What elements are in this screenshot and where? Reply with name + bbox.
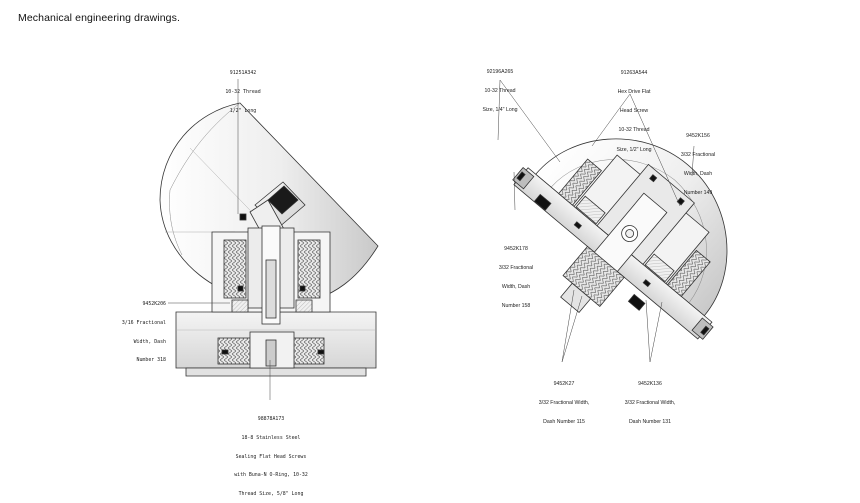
page-title: Mechanical engineering drawings. [18,12,180,24]
callout-91251A342: 91251A342 10-32 Thread 1/2" Long [225,70,261,114]
callout-9452K178: 9452K178 3/32 Fractional Width, Dash Num… [498,245,534,310]
callout-98878A173: 98878A173 18-8 Stainless Steel Sealing F… [234,416,308,497]
right-assembly-drawing [497,79,728,363]
callout-91263A544: 91263A544 Hex Drive Flat Head Screw 10-3… [616,69,652,153]
callout-9452K136: 9452K136 3/32 Fractional Width, Dash Num… [624,380,676,426]
left-assembly-drawing [159,79,379,400]
callout-92196A265: 92196A265 10-32 Thread Size, 1/4" Long [482,68,518,114]
callout-9452K206: 9452K206 3/16 Fractional Width, Dash Num… [121,301,166,364]
callout-9452K156: 9452K156 3/32 Fractional Width, Dash Num… [680,132,716,197]
engineering-drawings-canvas [159,79,728,400]
callout-9452K27: 9452K27 3/32 Fractional Width, Dash Numb… [538,380,590,426]
